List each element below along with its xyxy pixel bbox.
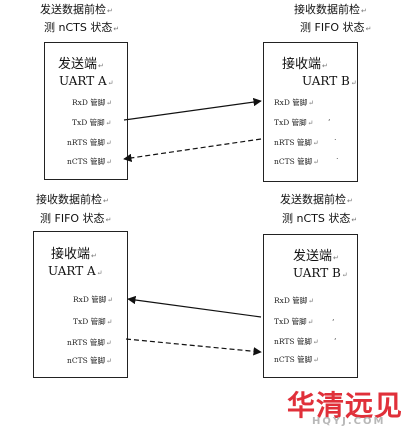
stray-dot: ,	[332, 313, 335, 322]
watermark-logo-text: 华清远见	[287, 389, 404, 422]
bottom-left-pin-ncts: nCTS 管脚↵	[67, 356, 112, 365]
bottom-right-pin-nrts: nRTS 管脚↵	[274, 337, 319, 346]
top-right-uart-box: 接收端↵ UART B↵ RxD 管脚↵ TxD 管脚↵ nRTS 管脚↵ nC…	[263, 42, 358, 182]
top-left-box-uart-label: UART A↵	[59, 74, 114, 88]
bottom-right-uart-box: 发送端↵ UART B↵ RxD 管脚↵ TxD 管脚↵ nRTS 管脚↵ nC…	[263, 234, 358, 378]
stray-dot: .	[334, 133, 337, 142]
bottom-right-box-title: 发送端↵	[293, 249, 339, 264]
bottom-right-caption-line-1: 发送数据前检↵	[280, 193, 353, 206]
bottom-left-caption-line-2: 测 FIFO 状态↵	[40, 212, 112, 225]
top-left-pin-ncts: nCTS 管脚↵	[67, 157, 112, 166]
bottom-left-box-uart-label: UART A↵	[48, 264, 103, 278]
bottom-right-caption-line-2: 测 nCTS 状态↵	[282, 212, 358, 225]
top-nrts-to-ncts-dashed-line	[123, 138, 262, 163]
top-right-pin-txd: TxD 管脚↵	[274, 118, 314, 127]
top-left-uart-box: 发送端↵ UART A↵ RxD 管脚↵ TxD 管脚↵ nRTS 管脚↵ nC…	[44, 42, 128, 180]
bottom-nrts-to-ncts-dashed-line	[125, 338, 262, 356]
top-right-pin-ncts: nCTS 管脚↵	[274, 157, 319, 166]
bottom-left-uart-box: 接收端↵ UART A↵ RxD 管脚↵ TxD 管脚↵ nRTS 管脚↵ nC…	[33, 231, 128, 378]
bottom-right-box-uart-label: UART B↵	[293, 266, 348, 280]
top-right-box-title: 接收端↵	[282, 57, 328, 72]
bottom-right-pin-ncts: nCTS 管脚↵	[274, 355, 319, 364]
bottom-txd-to-rxd-line	[127, 295, 262, 318]
bottom-left-pin-txd: TxD 管脚↵	[73, 317, 113, 326]
top-left-caption-line-1: 发送数据前检↵	[40, 3, 113, 16]
top-right-box-uart-label: UART B↵	[302, 74, 357, 88]
top-left-pin-rxd: RxD 管脚↵	[72, 98, 113, 107]
top-right-caption-line-1: 接收数据前检↵	[294, 3, 367, 16]
bottom-left-caption-line-1: 接收数据前检↵	[36, 193, 109, 206]
top-right-caption-line-2: 测 FIFO 状态↵	[300, 21, 372, 34]
bottom-right-pin-rxd: RxD 管脚↵	[274, 296, 315, 305]
top-left-pin-nrts: nRTS 管脚↵	[67, 138, 112, 147]
top-right-pin-nrts: nRTS 管脚↵	[274, 138, 319, 147]
watermark-subtext: HQYJ.COM	[312, 416, 386, 427]
bottom-left-box-title: 接收端↵	[51, 247, 97, 262]
top-left-caption-line-2: 测 nCTS 状态↵	[44, 21, 120, 34]
stray-dot: ,	[328, 113, 331, 122]
bottom-left-pin-nrts: nRTS 管脚↵	[67, 338, 112, 347]
top-left-pin-txd: TxD 管脚↵	[72, 118, 112, 127]
top-txd-to-rxd-line	[123, 97, 262, 121]
top-right-pin-rxd: RxD 管脚↵	[274, 98, 315, 107]
stray-dot: .	[336, 152, 339, 161]
bottom-left-pin-rxd: RxD 管脚↵	[73, 295, 114, 304]
bottom-right-pin-txd: TxD 管脚↵	[274, 317, 314, 326]
top-left-box-title: 发送端↵	[58, 57, 104, 72]
stray-dot: ,	[334, 332, 337, 341]
